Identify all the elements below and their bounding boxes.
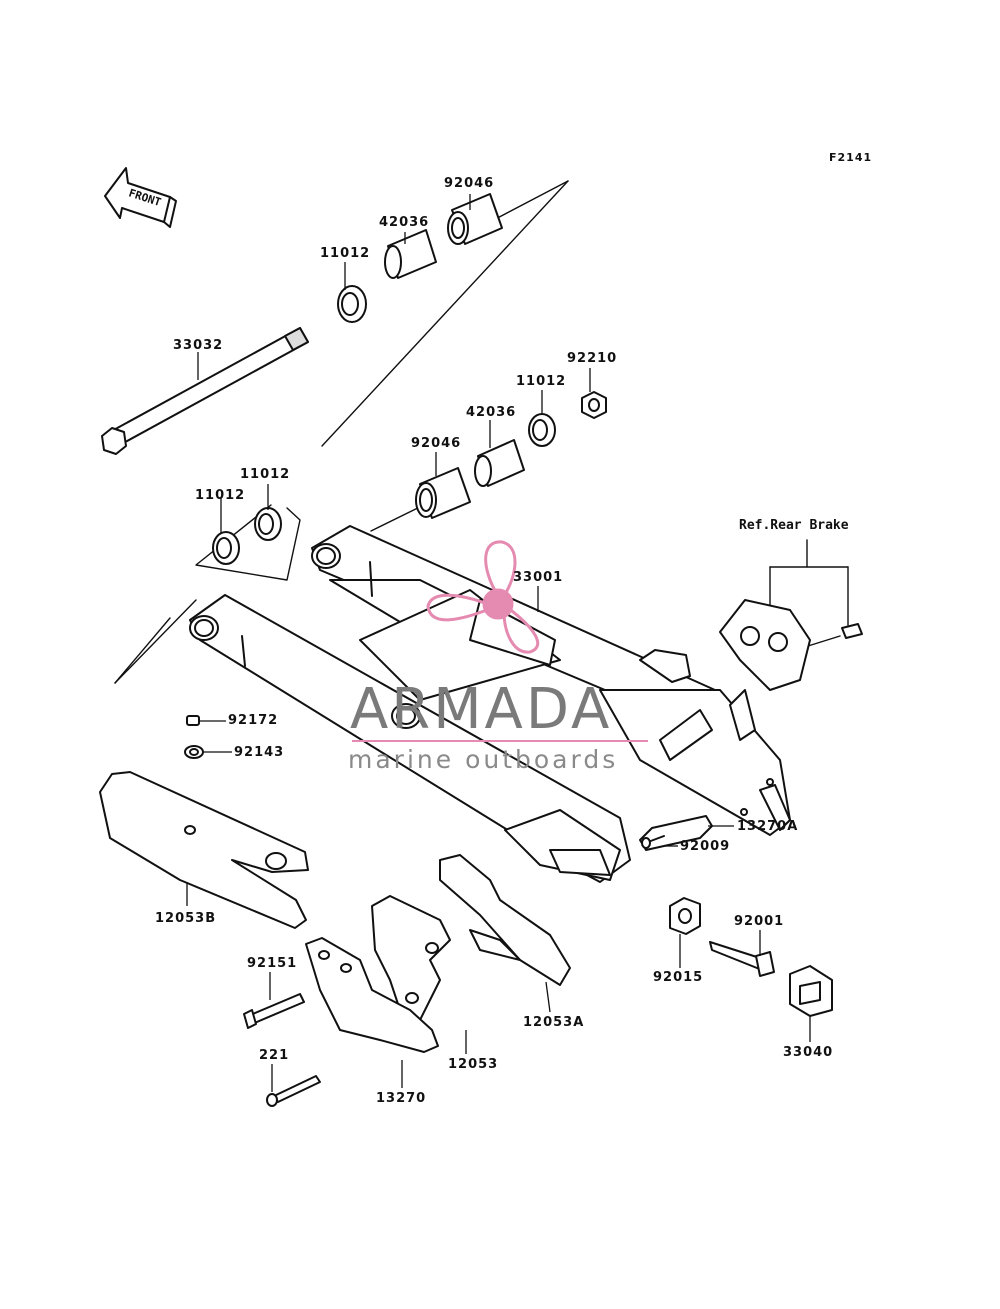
part-label-92151[interactable]: 92151 xyxy=(247,956,298,971)
ref-rear-brake-label: Ref.Rear Brake xyxy=(739,518,849,533)
part-label-11012-top[interactable]: 11012 xyxy=(320,246,371,261)
watermark-brand: ARMADA xyxy=(350,677,613,742)
washer-92143 xyxy=(184,745,204,759)
seal-11012-left1 xyxy=(212,531,240,565)
clip-33040 xyxy=(789,965,833,1017)
chain-guide-12053 xyxy=(371,895,451,1021)
part-label-11012-left1[interactable]: 11012 xyxy=(195,488,246,503)
part-label-12053a[interactable]: 12053A xyxy=(523,1015,585,1030)
seal-11012-mid xyxy=(528,413,556,447)
part-label-42036-top[interactable]: 42036 xyxy=(379,215,430,230)
part-label-12053b[interactable]: 12053B xyxy=(155,911,217,926)
sleeve-42036-top xyxy=(384,229,437,279)
part-label-221[interactable]: 221 xyxy=(259,1048,290,1063)
watermark-rule xyxy=(352,740,648,742)
part-label-11012-left2[interactable]: 11012 xyxy=(240,467,291,482)
part-label-33001[interactable]: 33001 xyxy=(513,570,564,585)
sleeve-42036-mid xyxy=(474,439,525,487)
part-label-42036-mid[interactable]: 42036 xyxy=(466,405,517,420)
swingarm xyxy=(189,525,791,883)
part-label-12053[interactable]: 12053 xyxy=(448,1057,499,1072)
screw-221 xyxy=(266,1075,321,1107)
part-label-92015[interactable]: 92015 xyxy=(653,970,704,985)
seal-11012-top xyxy=(337,285,367,323)
watermark-logo-icon xyxy=(426,540,540,654)
reference-lines xyxy=(114,180,849,684)
part-label-11012-mid[interactable]: 11012 xyxy=(516,374,567,389)
front-arrow-icon: FRONT xyxy=(104,167,177,228)
chain-guide-12053a xyxy=(439,854,571,986)
figure-code: F2141 xyxy=(829,151,873,164)
part-label-92001[interactable]: 92001 xyxy=(734,914,785,929)
chain-slider-12053b xyxy=(99,771,309,929)
part-label-33032[interactable]: 33032 xyxy=(173,338,224,353)
bearing-92046-mid xyxy=(415,467,471,519)
leader-lines xyxy=(186,194,811,1092)
part-label-92046-top[interactable]: 92046 xyxy=(444,176,495,191)
part-label-92009[interactable]: 92009 xyxy=(680,839,731,854)
part-label-13270[interactable]: 13270 xyxy=(376,1091,427,1106)
pivot-shaft xyxy=(101,327,309,455)
watermark-tagline: marine outboards xyxy=(348,745,619,774)
part-label-92172[interactable]: 92172 xyxy=(228,713,279,728)
part-label-92143[interactable]: 92143 xyxy=(234,745,285,760)
rear-brake-bracket xyxy=(719,599,863,691)
part-label-13270a[interactable]: 13270A xyxy=(737,819,799,834)
part-label-33040[interactable]: 33040 xyxy=(783,1045,834,1060)
bolt-92151 xyxy=(243,993,305,1029)
seal-11012-left2 xyxy=(254,507,282,541)
guide-plate-13270 xyxy=(305,937,439,1053)
bolt-92001 xyxy=(709,941,775,977)
bearing-92046-top xyxy=(447,193,503,245)
bolt-92009 xyxy=(641,835,665,849)
nut-92015 xyxy=(669,897,701,935)
bolt-92172 xyxy=(186,715,200,726)
nut-92210 xyxy=(581,391,607,419)
part-label-92210[interactable]: 92210 xyxy=(567,351,618,366)
part-label-92046-mid[interactable]: 92046 xyxy=(411,436,462,451)
